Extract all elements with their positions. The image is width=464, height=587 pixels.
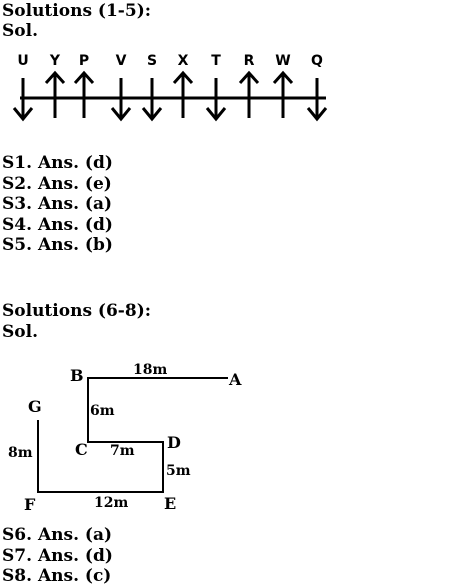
person-x-arrow-up-icon — [172, 70, 194, 85]
section1-sol-label: Sol. — [2, 21, 38, 41]
person-x-label: X — [178, 53, 189, 69]
person-s-label: S — [147, 53, 157, 69]
person-u-label: U — [17, 53, 28, 69]
point-c-label: C — [75, 440, 88, 459]
point-a-label: A — [228, 370, 242, 389]
point-e-label: E — [164, 494, 176, 513]
person-p-label: P — [79, 53, 89, 69]
person-w-arrow-up-icon — [272, 70, 294, 85]
section2-answers: S6. Ans. (a) S7. Ans. (d) S8. Ans. (c) — [2, 525, 113, 587]
section2-heading: Solutions (6-8): — [2, 301, 152, 321]
person-u-arrow-down-icon — [12, 107, 34, 122]
section1-heading: Solutions (1-5): — [2, 1, 152, 21]
point-d-label: D — [167, 433, 181, 452]
answer-s3: S3. Ans. (a) — [2, 194, 113, 214]
point-b-label: B — [70, 366, 84, 385]
person-p-arrow-up-icon — [73, 70, 95, 85]
point-f-label: F — [24, 495, 36, 514]
distance-fg: 8m — [8, 445, 33, 461]
person-q-label: Q — [311, 53, 323, 69]
point-g-label: G — [28, 397, 42, 416]
distance-cd: 7m — [110, 443, 135, 459]
person-s-arrow-down-icon — [141, 107, 163, 122]
answer-s1: S1. Ans. (d) — [2, 153, 113, 173]
answer-s8: S8. Ans. (c) — [2, 566, 112, 586]
distance-bc: 6m — [90, 403, 115, 419]
person-y-label: Y — [49, 53, 61, 69]
answer-s7: S7. Ans. (d) — [2, 545, 113, 566]
answer-s5: S5. Ans. (b) — [2, 235, 113, 255]
section1-answers: S1. Ans. (d) S2. Ans. (e) S3. Ans. (a) S… — [2, 153, 113, 256]
person-v-arrow-down-icon — [110, 107, 132, 122]
person-w-label: W — [275, 53, 290, 69]
answer-s2: S2. Ans. (e) — [2, 173, 112, 194]
section2-sol-label: Sol. — [2, 322, 38, 342]
answer-s6: S6. Ans. (a) — [2, 525, 113, 545]
person-q-arrow-down-icon — [306, 107, 328, 122]
person-r-label: R — [244, 53, 255, 69]
distance-de: 5m — [166, 463, 191, 479]
direction-diagram: A B C D E F G 18m 6m 7m 5m 12m 8m — [8, 362, 242, 514]
answer-s4: S4. Ans. (d) — [2, 214, 113, 235]
path-line — [37, 377, 228, 493]
person-v-label: V — [116, 53, 127, 69]
distance-ef: 12m — [94, 495, 128, 511]
person-t-arrow-down-icon — [205, 107, 227, 122]
person-r-arrow-up-icon — [238, 70, 260, 85]
distance-ba: 18m — [133, 362, 167, 378]
person-t-label: T — [211, 53, 221, 69]
person-y-arrow-up-icon — [44, 70, 66, 85]
